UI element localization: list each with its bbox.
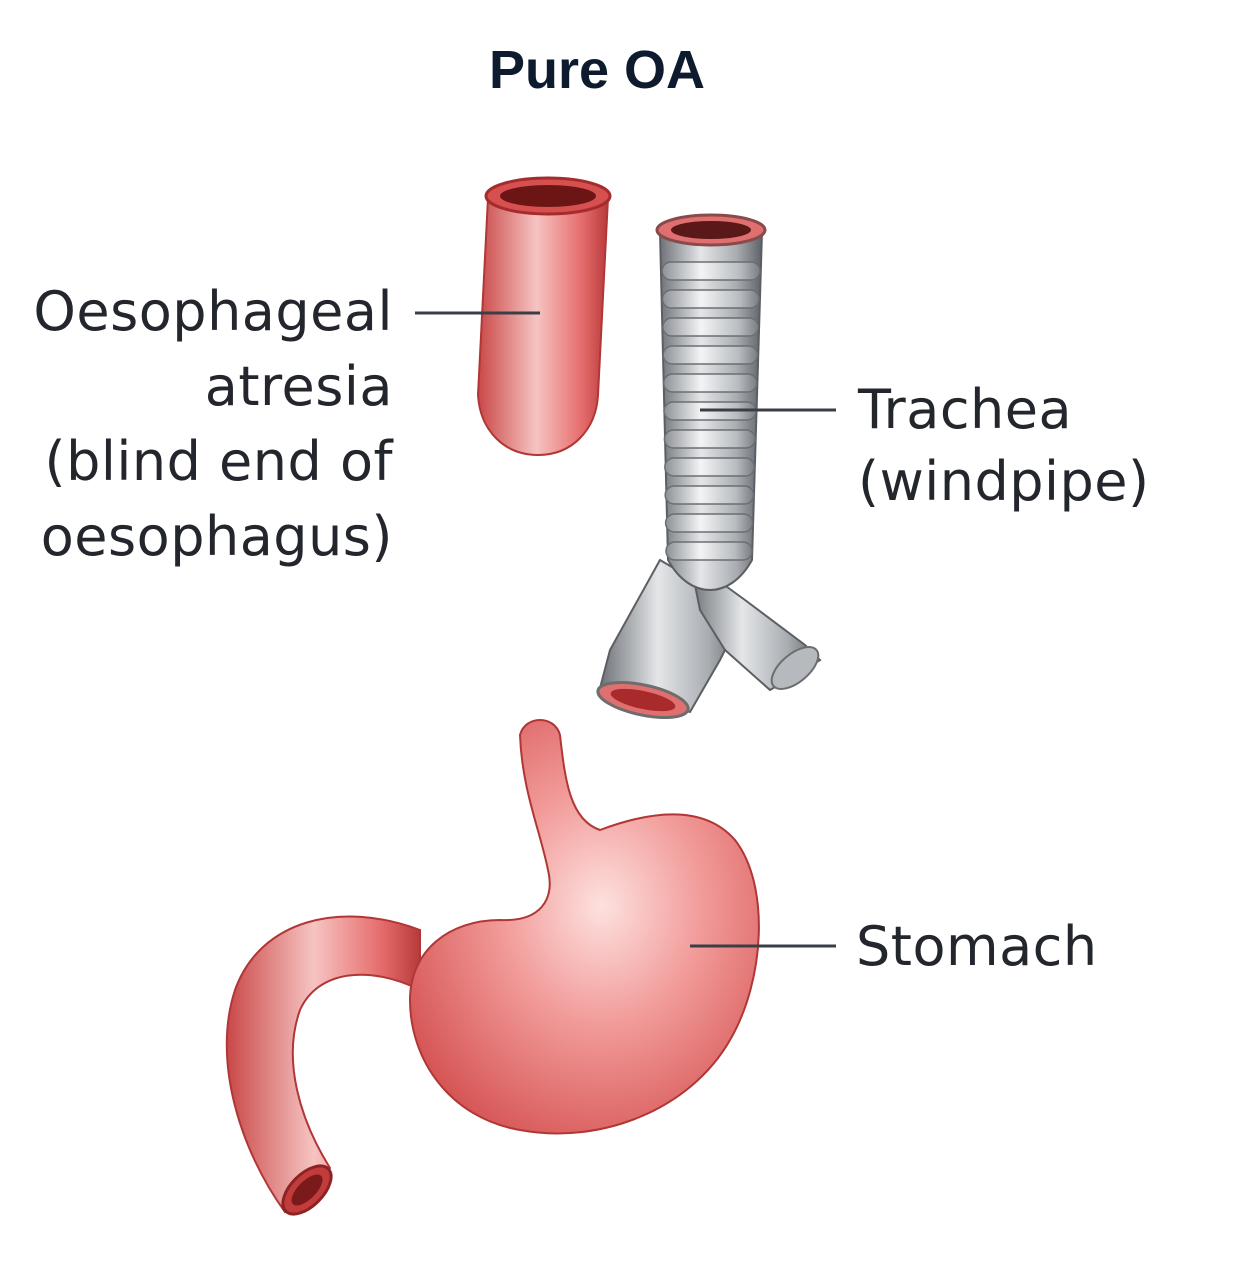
cartilage-ring bbox=[661, 261, 761, 281]
cartilage-ring bbox=[662, 373, 758, 393]
cartilage-ring bbox=[662, 317, 760, 337]
cartilage-ring bbox=[665, 541, 753, 561]
trachea-illustration bbox=[596, 213, 822, 720]
cartilage-ring bbox=[664, 513, 754, 533]
label-line: Stomach bbox=[856, 915, 1098, 978]
oesophagus-blind-pouch bbox=[476, 176, 612, 457]
label-stomach: Stomach bbox=[690, 915, 1098, 978]
cartilage-ring bbox=[661, 289, 760, 309]
label-line: (blind end of bbox=[45, 430, 395, 493]
label-trachea: Trachea (windpipe) bbox=[700, 378, 1150, 513]
label-line: Oesophageal bbox=[33, 280, 393, 343]
label-line: (windpipe) bbox=[858, 450, 1150, 513]
label-line: oesophagus) bbox=[41, 505, 393, 568]
label-line: atresia bbox=[205, 355, 393, 418]
trachea-cartilage-rings bbox=[661, 261, 761, 561]
label-line: Trachea bbox=[857, 378, 1072, 441]
stomach-illustration bbox=[225, 719, 760, 1216]
cartilage-ring bbox=[662, 345, 759, 365]
diagram-title: Pure OA bbox=[489, 40, 705, 100]
cartilage-ring bbox=[664, 485, 755, 505]
cartilage-ring bbox=[664, 457, 756, 477]
label-oesophageal-atresia: Oesophageal atresia (blind end of oesoph… bbox=[33, 280, 540, 568]
cartilage-ring bbox=[663, 429, 756, 449]
